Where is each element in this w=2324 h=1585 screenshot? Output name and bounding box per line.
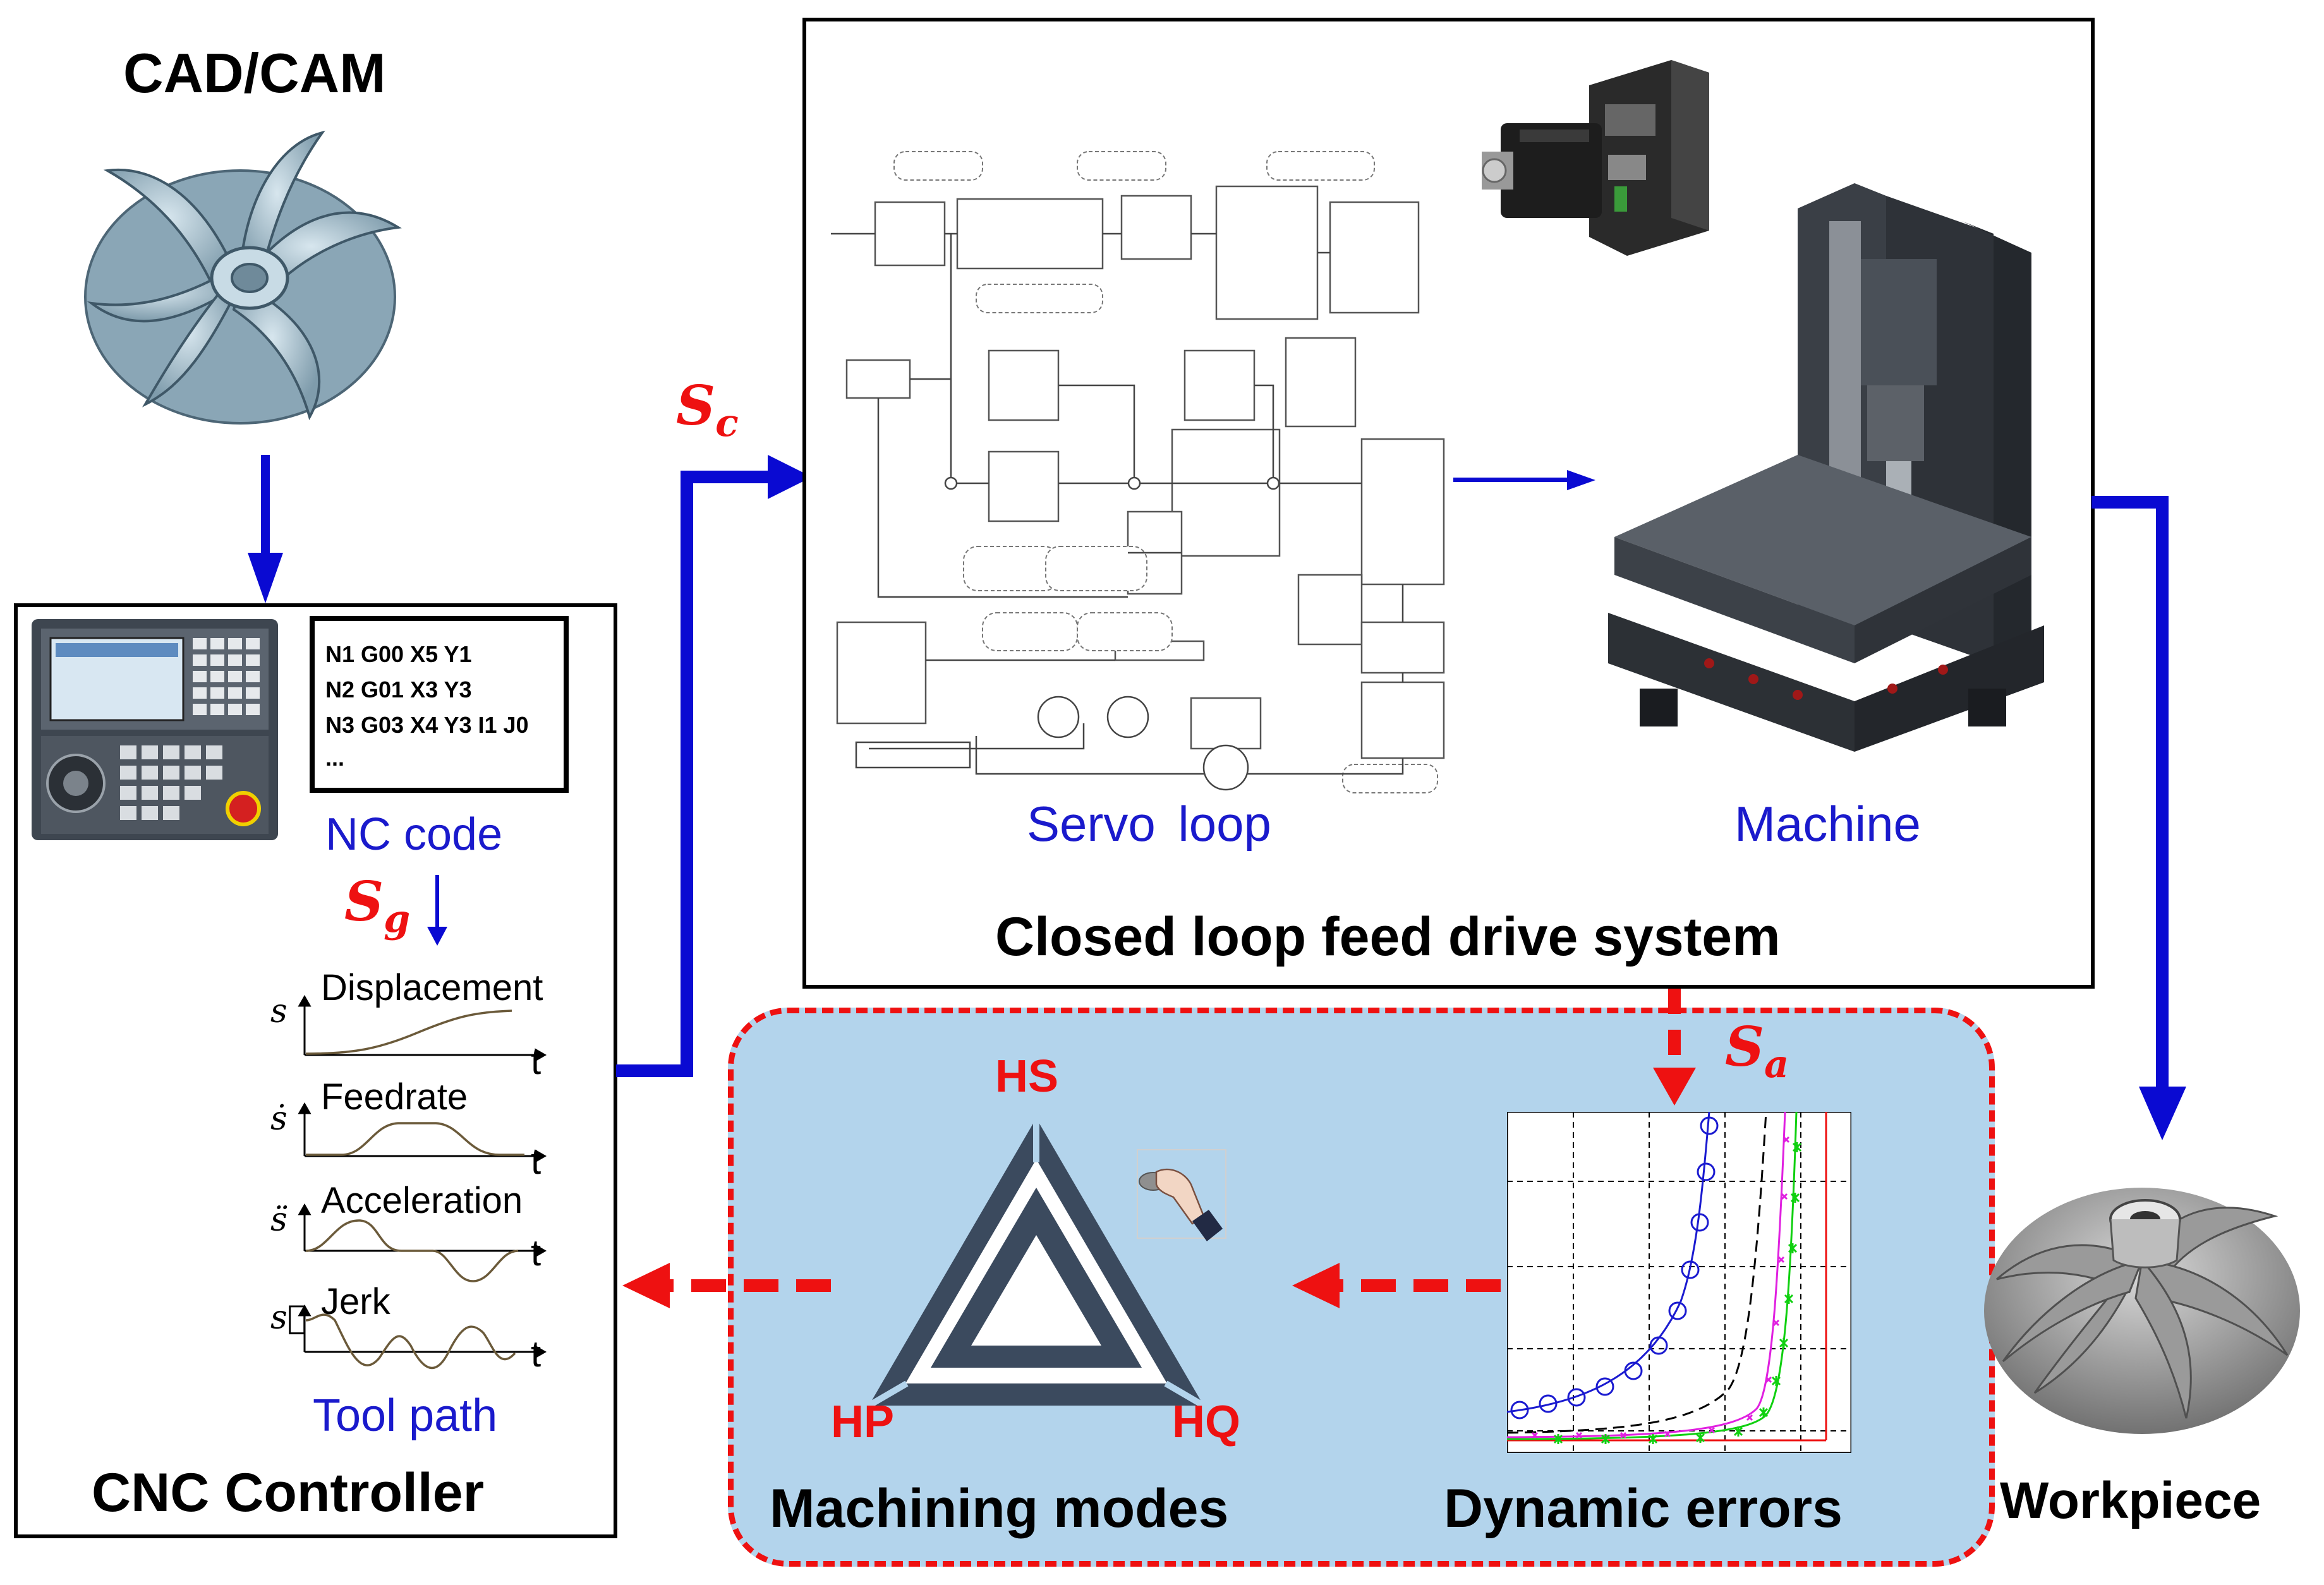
dynamic-errors-plot [1507,1112,1851,1453]
symbol-s: s [270,992,287,1030]
cnc-to-servo-arrow [616,455,812,1077]
signal-sc: Sc [676,374,739,446]
cadcam-to-cnc-arrow [248,455,283,603]
feedrate-label: Feedrate [321,1076,468,1118]
mode-hp: HP [831,1397,895,1447]
t-axis-jerk: t [531,1334,542,1375]
dynamic-errors-title: Dynamic errors [1444,1478,1843,1539]
mode-hs: HS [995,1051,1059,1102]
t-axis-feedrate: t [531,1141,542,1182]
t-axis-acceleration: t [531,1232,542,1274]
t-axis-displacement: t [531,1041,542,1082]
machine-label: Machine [1734,796,1921,852]
servo-loop-label: Servo loop [1027,796,1271,852]
signal-sa: Sa [1725,1015,1789,1087]
nc-code-box [310,616,569,793]
nc-code-label: NC code [325,809,503,860]
servo-motor-image [1482,60,1709,256]
machine-tool-image [1608,183,2044,752]
machine-to-workpiece-arrow [2091,496,2186,1140]
nc-code-line-3: N3 G03 X4 Y3 I1 J0 [325,712,529,738]
modes-to-cnc-arrow [622,1263,831,1308]
machining-modes-triangle [869,1118,1204,1409]
machining-modes-title: Machining modes [770,1478,1229,1539]
tool-path-label: Tool path [313,1390,498,1441]
mode-hq: HQ [1172,1397,1240,1447]
displacement-label: Displacement [321,967,543,1008]
cnc-control-unit-image [32,619,278,840]
symbol-s-ddot: s̈ [270,1201,287,1239]
symbol-s-dddot: s⃛ [270,1299,307,1337]
hand-knob-icon [1137,1149,1226,1241]
cadcam-title: CAD/CAM [123,42,386,104]
feed-drive-title: Closed loop feed drive system [995,907,1781,967]
workpiece-title: Workpiece [2000,1472,2261,1529]
feed-drive-to-errors-arrow [1653,989,1696,1106]
jerk-label: Jerk [321,1281,390,1322]
acceleration-label: Acceleration [321,1180,523,1221]
servo-to-machine-arrow [1453,470,1595,490]
servo-loop-block-diagram [831,151,1445,793]
motion-profiles [298,994,547,1370]
workpiece-image [1984,1188,2300,1434]
cnc-controller-title: CNC Controller [92,1462,485,1523]
nc-code-line-4: ... [325,745,345,771]
nc-code-line-2: N2 G01 X3 Y3 [325,677,472,702]
nc-code-line-1: N1 G00 X5 Y1 [325,641,472,667]
impeller-cad-image [84,130,402,425]
symbol-s-dot: ṡ [270,1100,287,1138]
errors-to-modes-arrow [1292,1263,1501,1308]
sg-down-arrow [427,875,447,946]
signal-sg: Sg [344,870,411,942]
